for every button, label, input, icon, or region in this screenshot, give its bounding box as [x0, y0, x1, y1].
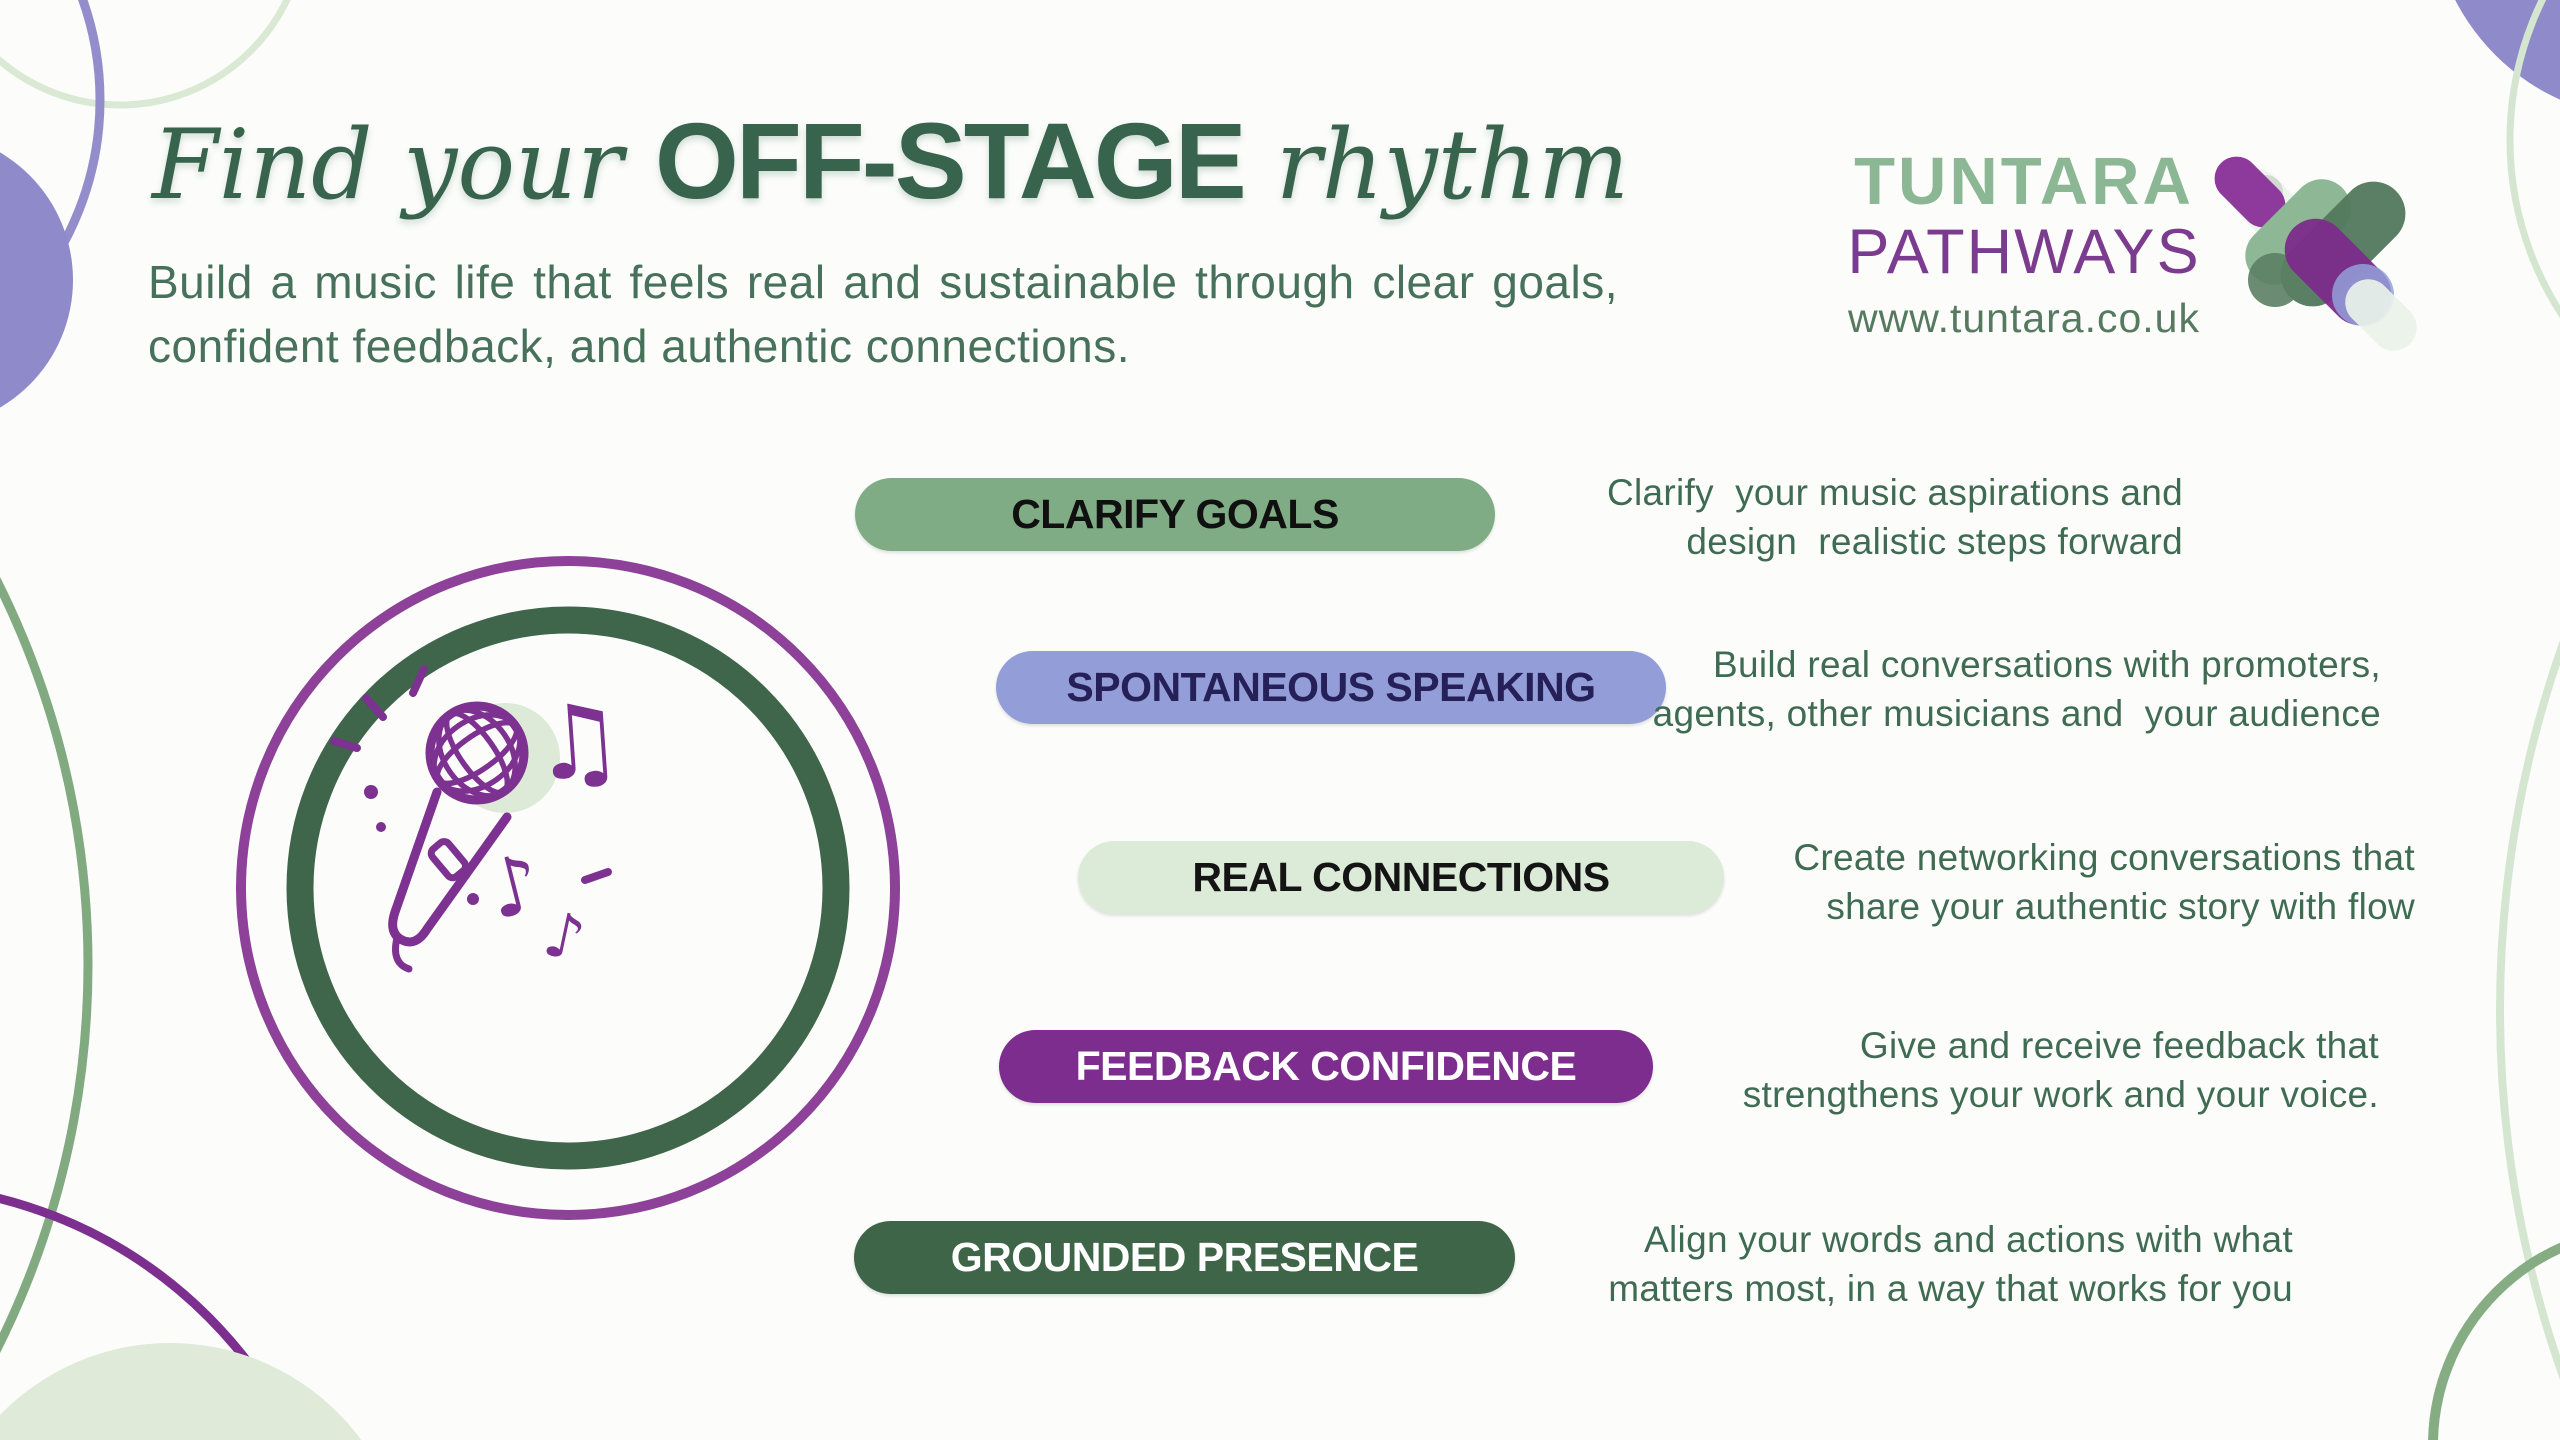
description-real-connections: Create networking conversations that sha… [1793, 837, 2415, 927]
pill-feedback-confidence: FEEDBACK CONFIDENCE [999, 1030, 1653, 1103]
description-clarify-goals: Clarify your music aspirations and desig… [1607, 472, 2183, 562]
pill-clarify-goals: CLARIFY GOALS [855, 478, 1495, 551]
top-left-lavender-arc [0, 0, 105, 330]
page-title: Find your OFF-STAGE rhythm [152, 98, 1629, 223]
bottom-left-mint-blob [0, 1343, 362, 1440]
description-spontaneous-speaking: Build real conversations with promoters,… [1652, 644, 2381, 734]
title-pre: Find your [152, 109, 623, 221]
right-light-green-arc [2496, 641, 2560, 1379]
title-post: rhythm [1275, 109, 1630, 221]
top-right-light-green-arc [2506, 0, 2560, 319]
top-left-light-green-arc [0, 0, 291, 109]
left-lavender-blob [0, 152, 73, 408]
pill-real-connections: REAL CONNECTIONS [1078, 841, 1724, 914]
mic-handle [388, 787, 512, 947]
description-grounded-presence: Align your words and actions with what m… [1608, 1219, 2293, 1309]
brand-name-line2: PATHWAYS [1847, 217, 2201, 287]
mic-ball [425, 701, 529, 805]
inner-green-ring [286, 606, 850, 1170]
page-subtitle: Build a music life that feels real and s… [148, 256, 1618, 372]
bottom-left-sage-arc [0, 576, 93, 1354]
pill-grounded-presence: GROUNDED PRESENCE [854, 1221, 1515, 1294]
description-feedback-confidence: Give and receive feedback that strengthe… [1742, 1025, 2379, 1115]
outer-purple-ring [236, 556, 900, 1220]
mic-dots [364, 785, 479, 905]
pill-spontaneous-speaking: SPONTANEOUS SPEAKING [996, 651, 1666, 724]
brand-logo-icon [2214, 156, 2417, 351]
svg-text:♫: ♫ [528, 680, 628, 805]
brand-name-line1: TUNTARA [1854, 144, 2194, 219]
mic-switch [427, 838, 470, 882]
title-main: OFF-STAGE [654, 100, 1247, 221]
brand-block: TUNTARA PATHWAYS www.tuntara.co.uk [1828, 148, 2220, 339]
microphone-icon: ♫ ♪ ♪ [330, 665, 628, 976]
sound-rays [330, 665, 612, 884]
brand-website-link[interactable]: www.tuntara.co.uk [1848, 295, 2200, 341]
mic-handle-flick [392, 934, 413, 973]
microphone-emblem: ♫ ♪ ♪ [236, 556, 900, 1220]
